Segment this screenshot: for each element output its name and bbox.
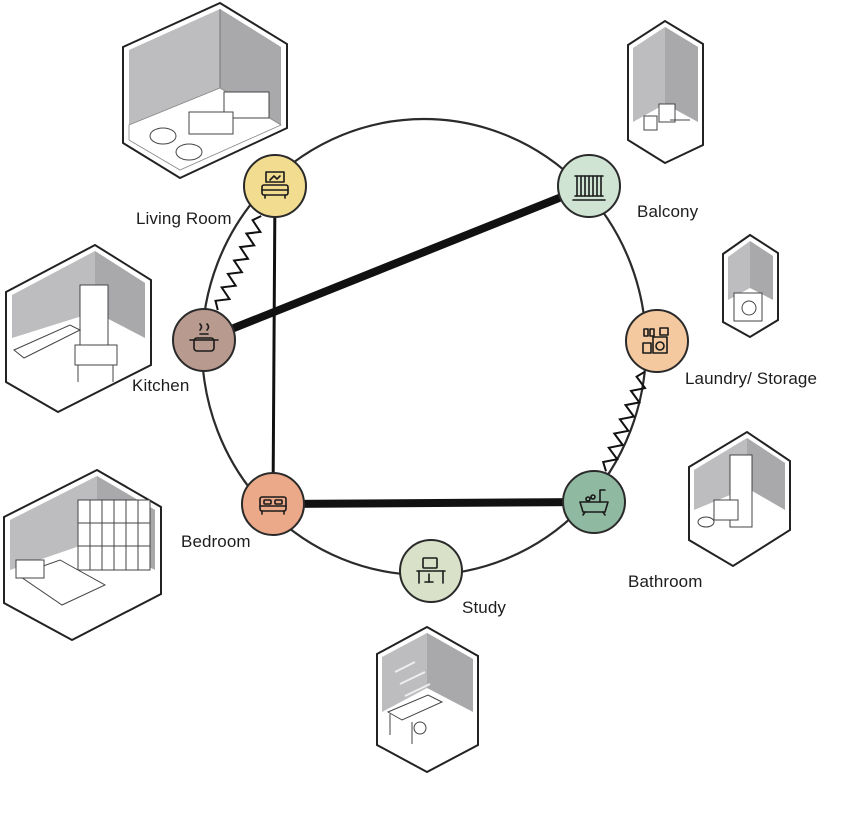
bathroom-label: Bathroom <box>628 572 703 591</box>
bed-icon <box>259 496 287 515</box>
living-room-label: Living Room <box>136 209 232 228</box>
room-node-balcony[interactable] <box>557 154 621 218</box>
room-node-study[interactable] <box>399 539 463 603</box>
kitchen-label: Kitchen <box>132 376 190 395</box>
room-node-bathroom[interactable] <box>562 470 626 534</box>
balcony-label: Balcony <box>637 202 699 221</box>
cooking-pot-icon <box>189 323 219 352</box>
laundry-illustration <box>722 233 779 339</box>
connections-layer <box>202 182 647 508</box>
balcony-illustration <box>627 19 704 165</box>
study-label: Study <box>462 598 506 617</box>
bathroom-illustration <box>688 430 791 568</box>
room-node-circle <box>243 154 307 218</box>
desk-icon <box>416 557 446 584</box>
laundry-storage-label: Laundry/ Storage <box>685 369 818 388</box>
connection-living-room-bedroom <box>271 185 277 505</box>
study-illustration <box>376 625 479 774</box>
bedroom-label: Bedroom <box>181 532 251 551</box>
sofa-icon <box>261 171 289 199</box>
connection-bedroom-bathroom <box>272 498 595 508</box>
room-node-laundry[interactable] <box>625 309 689 373</box>
connection-living-room-kitchen <box>214 215 263 311</box>
connection-kitchen-balcony <box>202 182 591 344</box>
room-node-living-room[interactable] <box>243 154 307 218</box>
connection-laundry-bathroom <box>601 370 647 472</box>
bathtub-icon <box>579 489 609 516</box>
room-node-bedroom[interactable] <box>241 472 305 536</box>
kitchen-illustration <box>5 243 152 414</box>
room-node-kitchen[interactable] <box>172 308 236 372</box>
room-nodes-layer <box>172 154 689 603</box>
bedroom-illustration <box>3 468 162 642</box>
living-room-illustration <box>122 1 288 180</box>
room-node-circle <box>625 309 689 373</box>
railing-icon <box>572 175 606 201</box>
room-node-circle <box>241 472 305 536</box>
washing-machine-icon <box>642 327 669 354</box>
